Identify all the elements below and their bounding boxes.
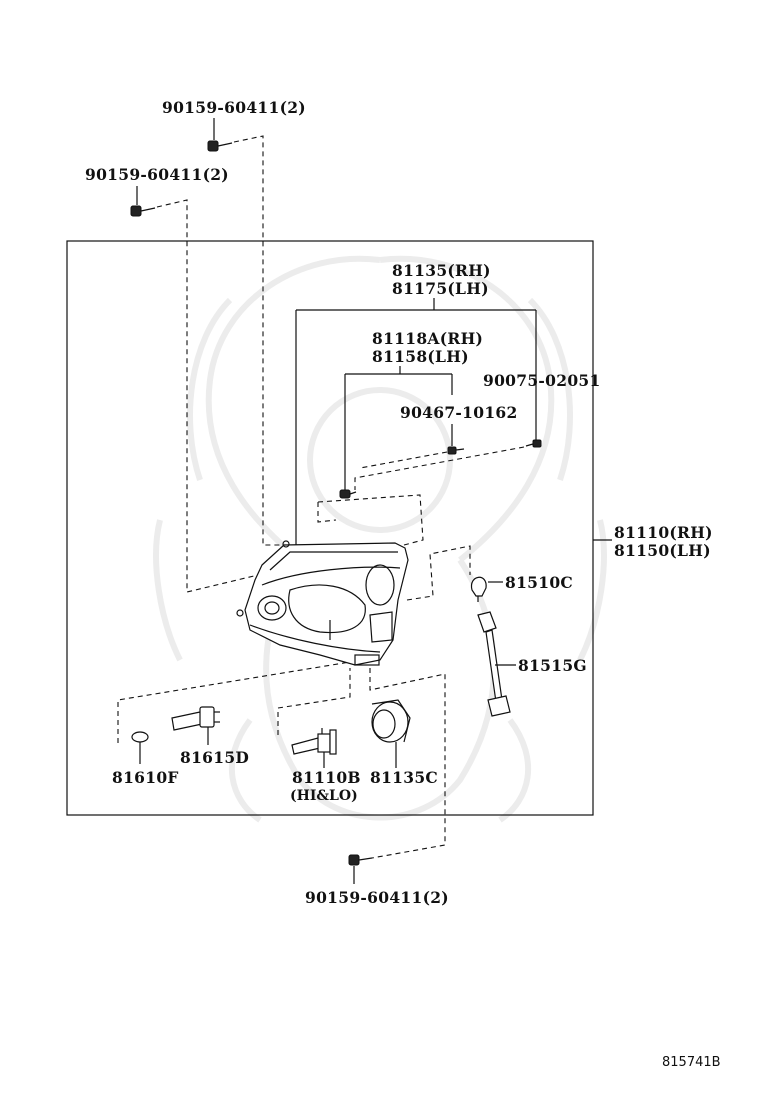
dash-screw-b <box>359 451 448 469</box>
label-bolt-left: 90159-60411(2) <box>85 165 229 184</box>
label-head-bulb: 81110B <box>292 768 361 787</box>
dash-head-bulb <box>277 668 351 735</box>
bolt-left-icon <box>130 205 156 217</box>
dash-bolt-bottom <box>369 668 446 859</box>
bolt-top-icon <box>207 140 233 152</box>
turn-bulb-icon <box>470 576 487 602</box>
label-screw-b: 90467-10162 <box>400 403 518 422</box>
label-head-bulb-note: (HI&LO) <box>290 788 358 804</box>
dash-adjuster <box>317 494 424 546</box>
bulb-cover-icon <box>371 699 411 743</box>
label-adjuster-lh: 81158(LH) <box>372 347 469 366</box>
label-adjuster-rh: 81118A(RH) <box>372 329 483 348</box>
label-turn-socket: 81515G <box>518 656 587 675</box>
label-turn-bulb: 81510C <box>505 573 573 592</box>
watermark-emblem <box>153 255 607 823</box>
bracket-unit <box>295 298 537 545</box>
label-pos-bulb: 81610F <box>112 768 179 787</box>
dash-bolt-top <box>233 135 285 546</box>
adjuster-icon <box>339 489 357 499</box>
label-assy-lh: 81150(LH) <box>614 541 711 560</box>
assembly-frame <box>66 240 594 816</box>
dash-pos-lamp <box>117 661 351 743</box>
label-unit-rh: 81135(RH) <box>392 261 491 280</box>
dash-screw-a <box>354 446 525 490</box>
label-unit-lh: 81175(LH) <box>392 279 489 298</box>
bolt-bottom-icon <box>348 854 373 866</box>
label-bolt-bottom: 90159-60411(2) <box>305 888 449 907</box>
dash-bolt-left <box>156 199 259 593</box>
bracket-adjuster <box>344 366 453 490</box>
headlamp-bulb-icon <box>291 728 337 755</box>
diagram-id: 815741B <box>662 1055 721 1070</box>
headlamp-housing <box>236 540 409 666</box>
label-pos-socket: 81615D <box>180 748 249 767</box>
label-cover: 81135C <box>370 768 438 787</box>
dash-turn-bulb <box>406 545 471 601</box>
label-screw-a: 90075-02051 <box>483 371 601 390</box>
turn-socket-icon <box>477 611 511 717</box>
screw-a-icon <box>525 439 542 448</box>
position-bulb-icon <box>131 731 149 743</box>
label-bolt-top: 90159-60411(2) <box>162 98 306 117</box>
position-socket-icon <box>171 706 220 731</box>
screw-b-icon <box>447 446 465 455</box>
label-assy-rh: 81110(RH) <box>614 523 713 542</box>
